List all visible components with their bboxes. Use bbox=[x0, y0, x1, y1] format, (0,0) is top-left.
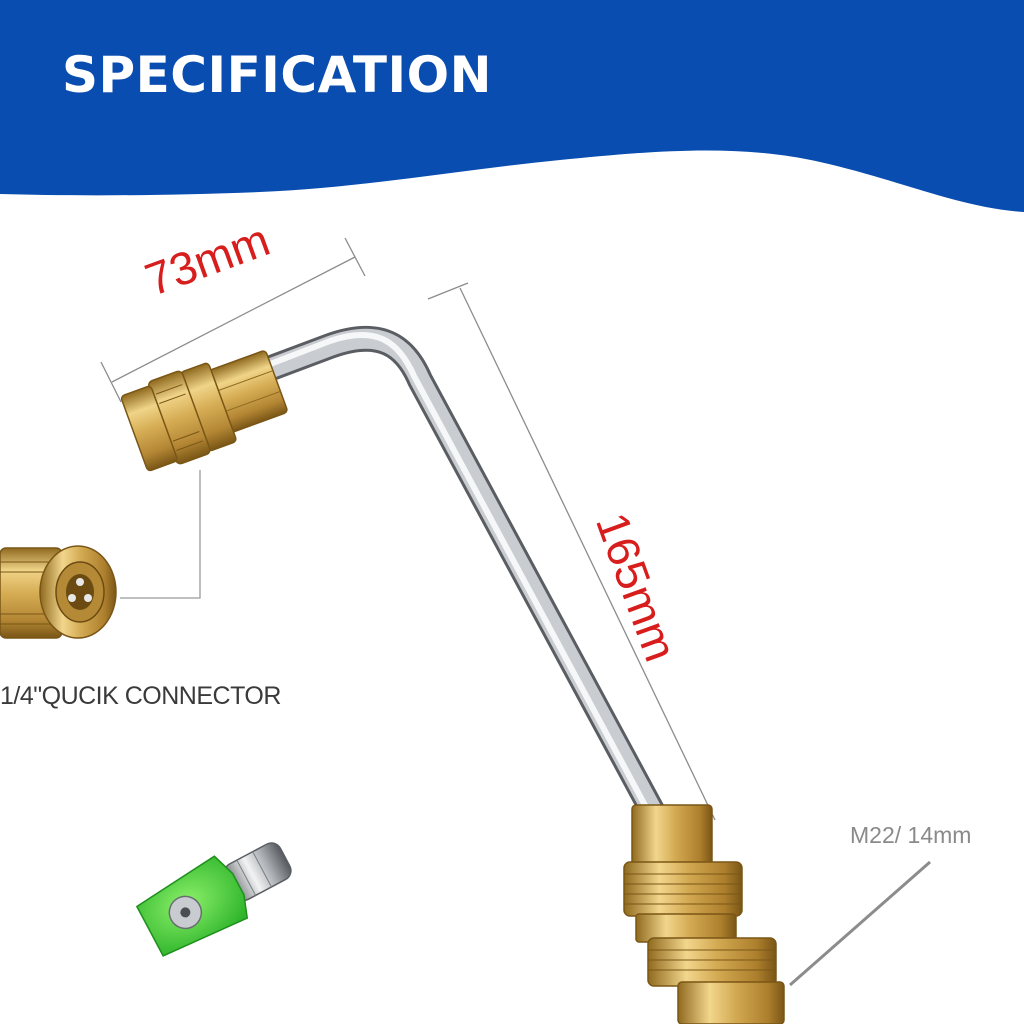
length-dimension-line bbox=[427, 282, 716, 821]
green-spray-nozzle bbox=[135, 842, 292, 957]
top-brass-fitting bbox=[120, 350, 288, 472]
header-banner bbox=[0, 0, 1024, 212]
thread-size-caption: M22/ 14mm bbox=[850, 822, 972, 848]
quick-connector-socket bbox=[0, 545, 117, 639]
steel-lance-tube bbox=[237, 325, 673, 838]
width-dimension-line bbox=[100, 237, 366, 403]
thread-leader-line bbox=[789, 860, 931, 987]
bottom-brass-fitting bbox=[623, 804, 785, 1024]
quick-connector-caption: 1/4"QUCIK CONNECTOR bbox=[0, 682, 281, 710]
connector-leader-line bbox=[120, 470, 201, 599]
page-title: SPECIFICATION bbox=[62, 46, 492, 104]
